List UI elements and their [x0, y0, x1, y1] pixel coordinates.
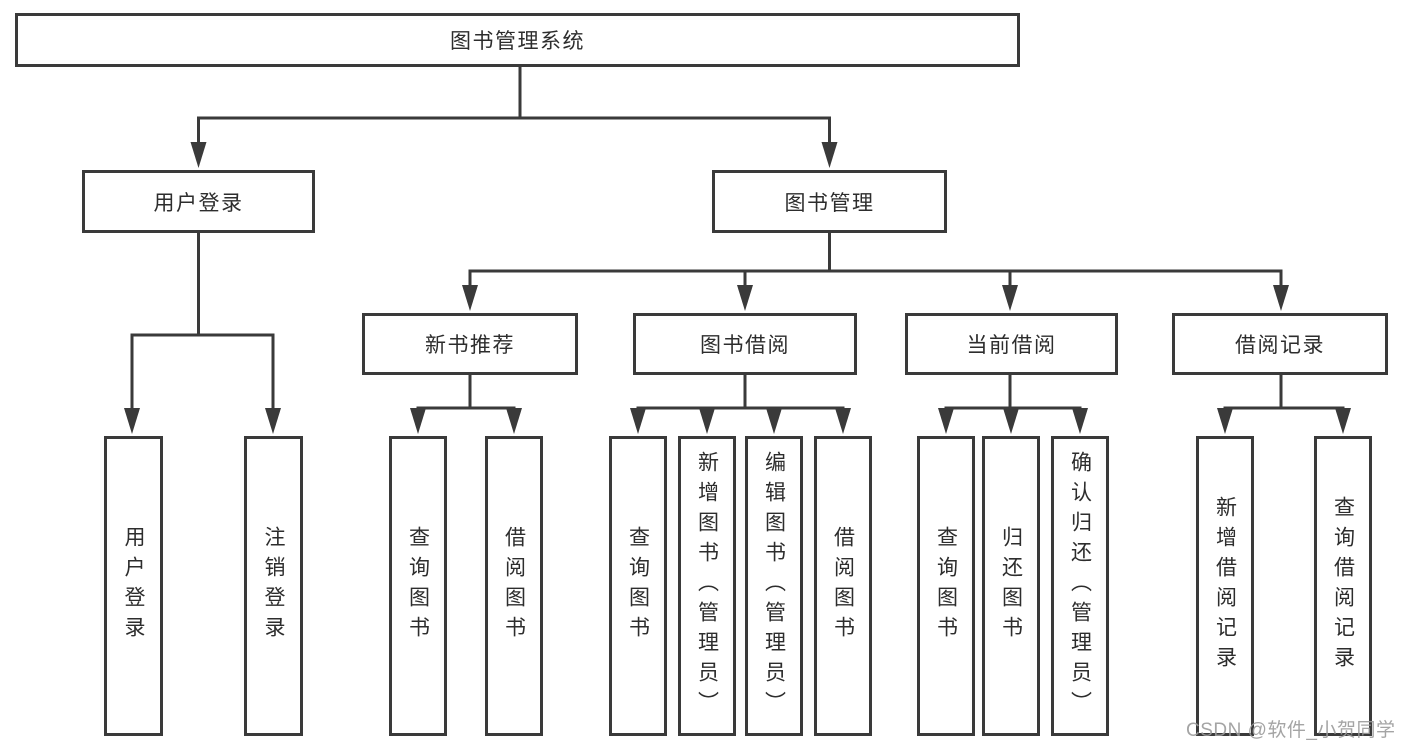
leaf-logout: 注销登录	[244, 436, 303, 736]
arrowhead-down-icon	[124, 408, 140, 434]
leaf-query-books-current: 查询图书	[917, 436, 975, 736]
leaf-return-books: 归还图书	[982, 436, 1040, 736]
node-user-login: 用户登录	[82, 170, 315, 233]
arrowhead-down-icon	[190, 142, 207, 168]
leaf-edit-book-admin: 编辑图书（管理员）	[745, 436, 803, 736]
leaf-borrow-books: 借阅图书	[814, 436, 872, 736]
arrowhead-down-icon	[410, 408, 426, 434]
arrowhead-down-icon	[630, 408, 646, 434]
arrowhead-down-icon	[1273, 285, 1289, 311]
leaf-query-borrow-record: 查询借阅记录	[1314, 436, 1372, 736]
arrowhead-down-icon	[462, 285, 478, 311]
arrowhead-down-icon	[835, 408, 851, 434]
node-current-borrowing: 当前借阅	[905, 313, 1118, 375]
leaf-query-books-recommend: 查询图书	[389, 436, 447, 736]
node-new-book-recommendation: 新书推荐	[362, 313, 578, 375]
arrowhead-down-icon	[1003, 408, 1019, 434]
leaf-add-book-admin: 新增图书（管理员）	[678, 436, 736, 736]
arrowhead-down-icon	[821, 142, 838, 168]
arrowhead-down-icon	[1002, 285, 1018, 311]
arrowhead-down-icon	[766, 408, 782, 434]
leaf-borrow-books-recommend: 借阅图书	[485, 436, 543, 736]
leaf-query-books-borrow: 查询图书	[609, 436, 667, 736]
arrowhead-down-icon	[699, 408, 715, 434]
leaf-confirm-return-admin: 确认归还（管理员）	[1051, 436, 1109, 736]
watermark: CSDN @软件_小贺同学	[1186, 720, 1396, 741]
node-book-borrowing: 图书借阅	[633, 313, 857, 375]
node-library-management-system: 图书管理系统	[15, 13, 1020, 67]
arrowhead-down-icon	[1217, 408, 1233, 434]
arrowhead-down-icon	[1072, 408, 1088, 434]
arrowhead-down-icon	[506, 408, 522, 434]
node-borrowing-records: 借阅记录	[1172, 313, 1388, 375]
node-book-management: 图书管理	[712, 170, 947, 233]
arrowhead-down-icon	[938, 408, 954, 434]
leaf-add-borrow-record: 新增借阅记录	[1196, 436, 1254, 736]
arrowhead-down-icon	[1335, 408, 1351, 434]
arrowhead-down-icon	[265, 408, 281, 434]
arrowhead-down-icon	[737, 285, 753, 311]
leaf-user-login: 用户登录	[104, 436, 163, 736]
